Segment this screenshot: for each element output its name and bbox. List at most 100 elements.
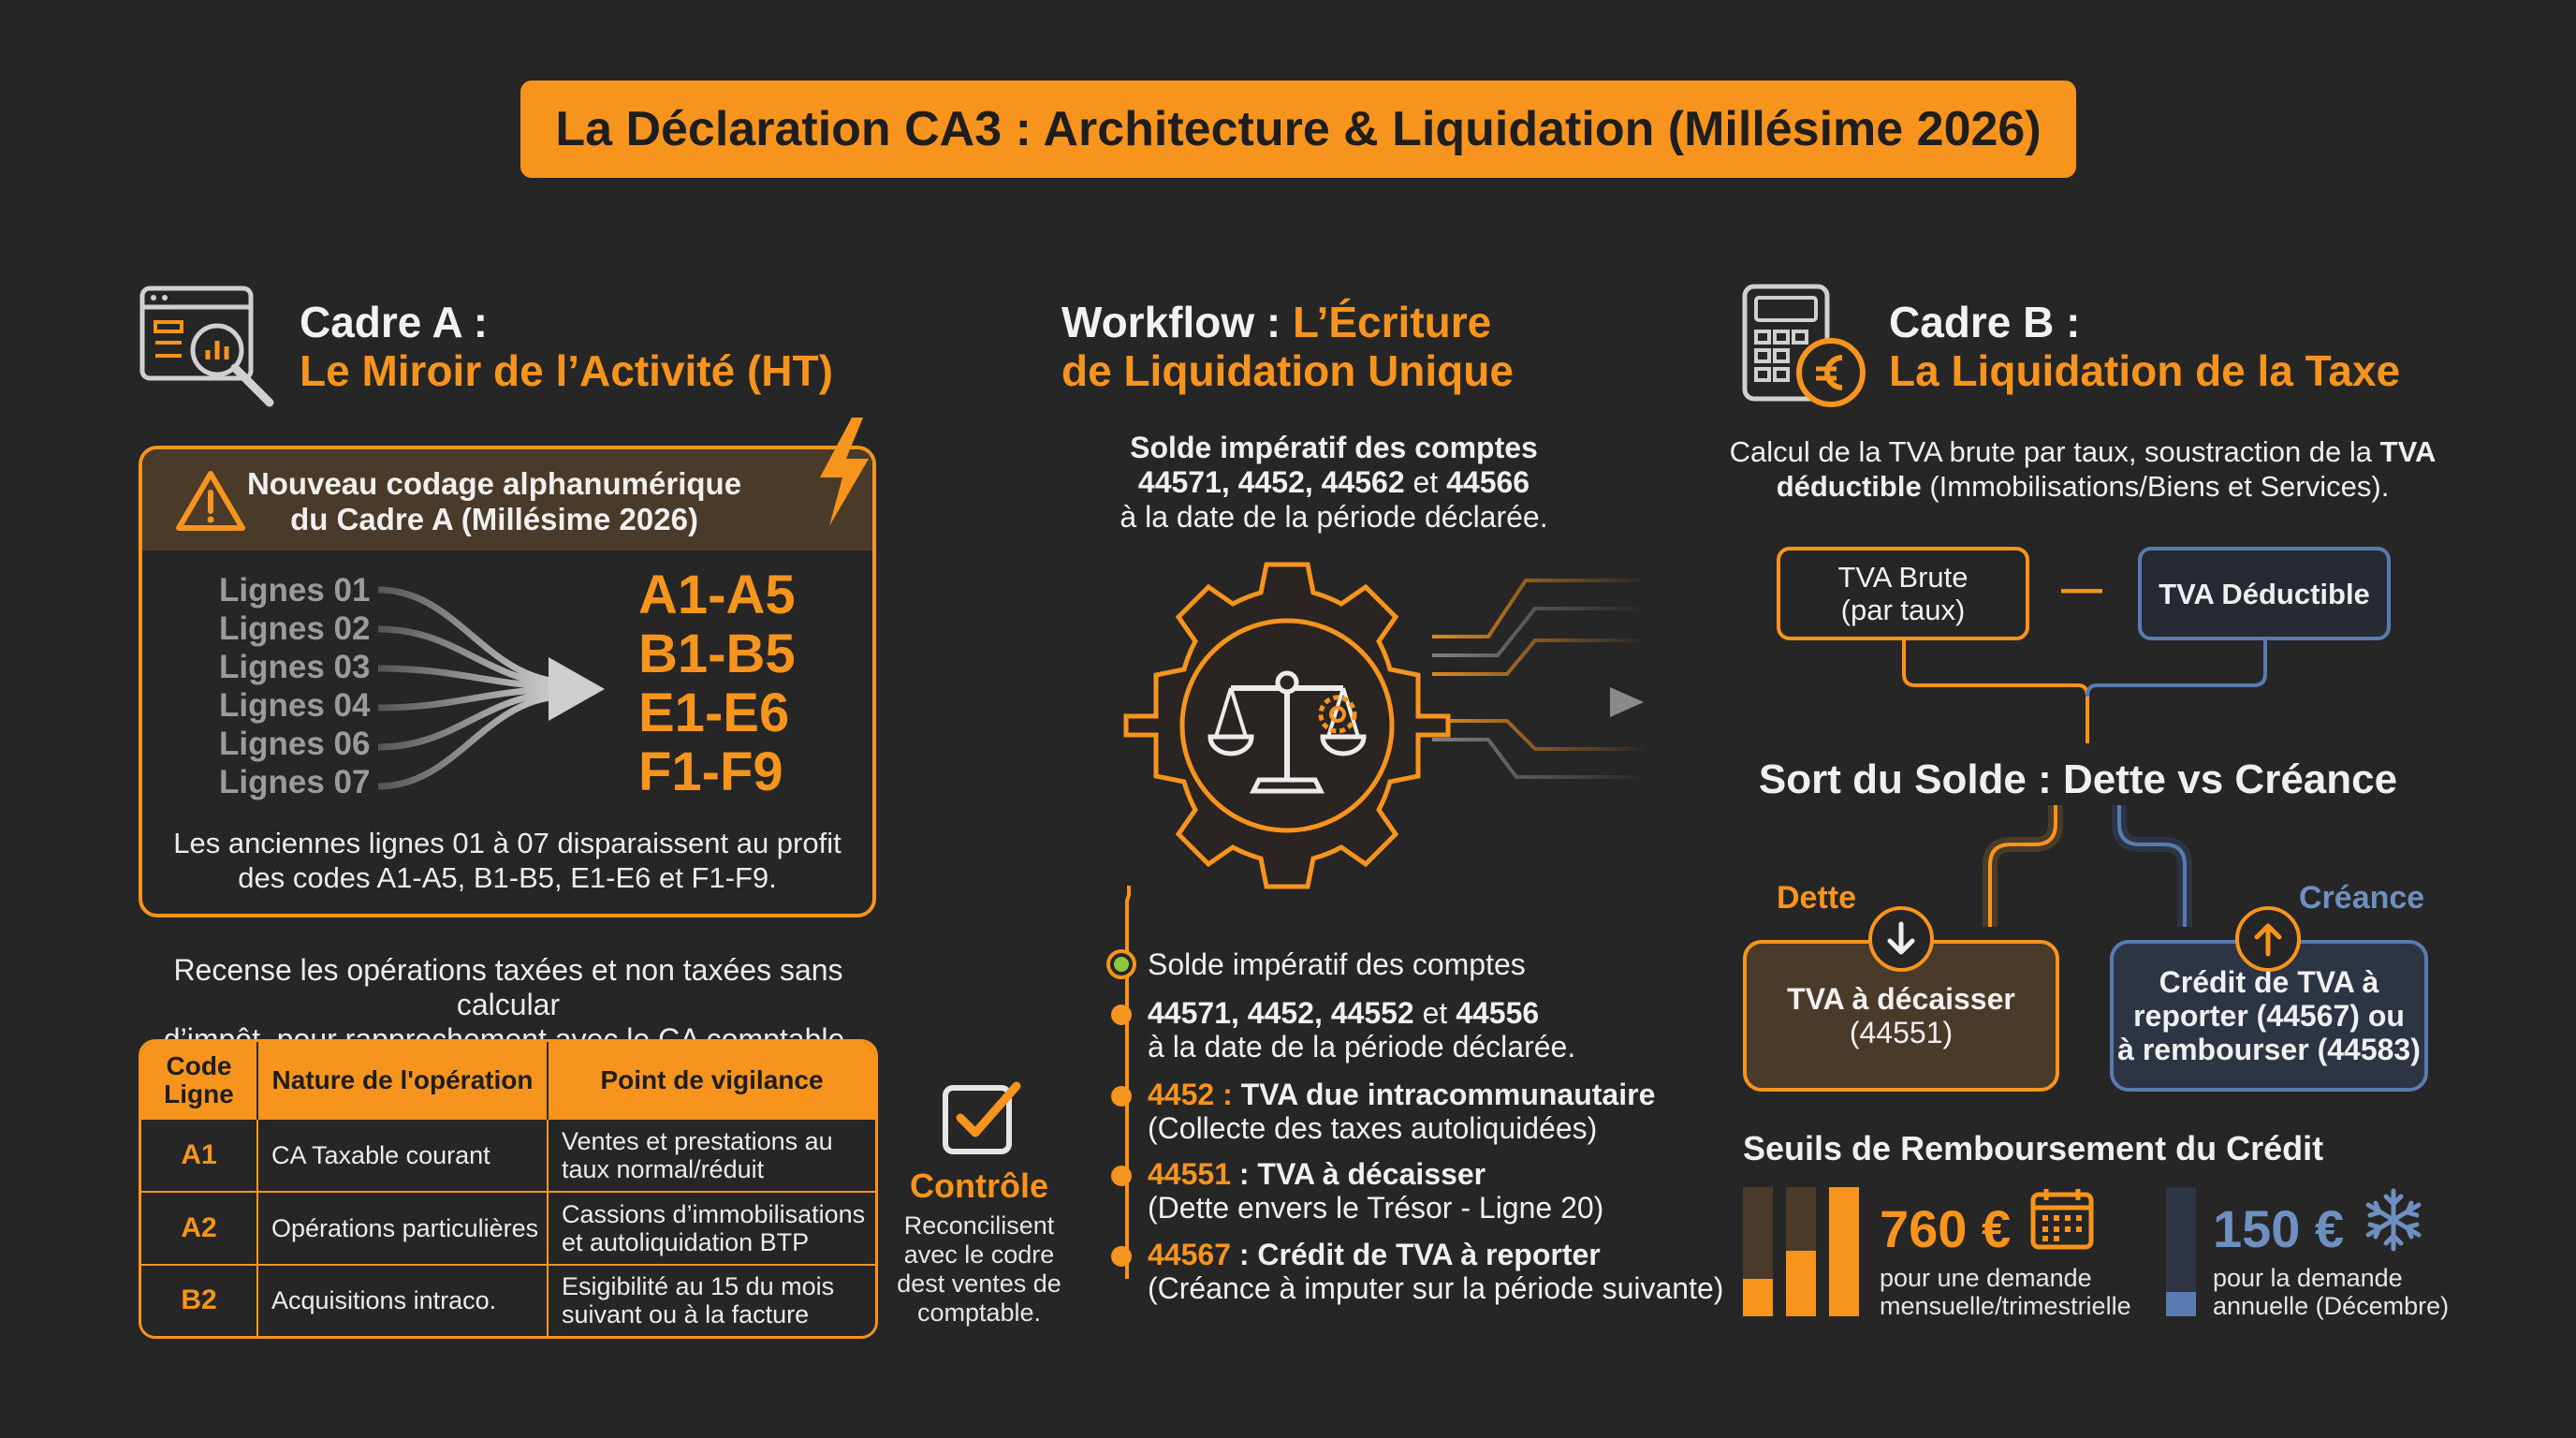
timeline-line [1125,886,1131,1279]
timeline-step: Solde impératif des comptes [1148,947,1526,981]
threshold-bar-fill [2166,1292,2196,1316]
new-code-item: E1-E6 [638,682,790,743]
coding-note-line-2: des codes A1-A5, B1-B5, E1-E6 et F1-F9. [238,861,777,894]
row-code: A2 [141,1190,258,1265]
page-title: La Déclaration CA3 : Architecture & Liqu… [555,102,2042,156]
row-code: A1 [141,1118,258,1192]
row-code: B2 [141,1263,258,1336]
arrow-up-icon [2235,906,2301,972]
warning-icon [176,471,245,531]
creance-label: Créance [2299,880,2425,916]
cadre-b-intro: Calcul de la TVA brute par taux, soustra… [1729,435,2437,503]
coding-box-header: Nouveau codage alphanumérique du Cadre A… [142,449,872,550]
summary-line-1: Recense les opérations taxées et non tax… [173,953,843,1021]
timeline-dot [1111,1166,1132,1186]
coding-box-title-1: Nouveau codage alphanumérique [246,466,742,501]
new-code-item: B1-B5 [638,624,796,684]
table-header-row: Code Ligne Nature de l'opération Point d… [141,1042,875,1119]
seuil-760-amount: 760 € [1880,1199,2012,1258]
new-code-item: A1-A5 [638,565,796,625]
step-text: Solde impératif des comptes [1148,947,1526,981]
lightning-icon [820,418,869,526]
coding-box-title-2: du Cadre A (Millésime 2026) [290,502,698,536]
gear-scale-icon [1123,562,1451,889]
step-text: à la date de la période déclarée. [1148,1030,1576,1064]
coding-box-note: Les anciennes lignes 01 à 07 disparaisse… [142,826,872,895]
old-line-item: Lignes 06 [219,726,371,762]
snowflake-icon [2365,1188,2422,1252]
cadre-b-label: Cadre B : [1889,298,2081,346]
cadre-b-subtitle: La Liquidation de la Taxe [1889,346,2401,395]
convergence-arrow-icon [377,586,605,790]
table-row: B2 Acquisitions intraco. Esigibilité au … [141,1263,875,1336]
threshold-bar-fill [1743,1279,1773,1316]
cadre-a-heading: Cadre A : Le Miroir de l’Activité (HT) [300,298,833,395]
timeline-step: 44551 : TVA à décaisser (Dette envers le… [1148,1157,1604,1225]
report-magnifier-icon [139,286,274,407]
calculator-euro-icon [1742,284,1866,407]
old-line-item: Lignes 07 [219,764,371,800]
checkbox-icon [943,1081,1021,1154]
row-nature: Opérations particulières [257,1190,549,1265]
tva-brute-box: TVA Brute(par taux) [1777,547,2029,640]
controle-label: Contrôle [910,1167,1048,1205]
timeline-dot [1111,1086,1132,1107]
cadre-b-heading: Cadre B : La Liquidation de la Taxe [1889,298,2400,395]
timeline-step: 4452 : TVA due intracommunautaire (Colle… [1148,1078,1656,1145]
table-row: A2 Opérations particulières Cassions d’i… [141,1190,875,1265]
tva-deductible-box: TVA Déductible [2138,547,2391,640]
step-text: (Créance à imputer sur la période suivan… [1148,1271,1724,1305]
circuit-lines-graphic [1432,579,1647,779]
seuil-150-amount: 150 € [2213,1199,2345,1258]
cadre-a-label: Cadre A : [300,298,489,346]
workflow-title-2: de Liquidation Unique [1061,346,1514,395]
old-line-item: Lignes 03 [219,649,371,685]
row-nature: CA Taxable courant [257,1118,549,1192]
minus-sign: — [2061,565,2102,611]
workflow-label: Workflow : [1061,298,1294,346]
arrow-down-icon [1868,906,1934,972]
step-text: (Dette envers le Trésor - Ligne 20) [1148,1191,1604,1225]
timeline-dot [1111,1005,1132,1025]
old-line-item: Lignes 04 [219,687,371,724]
timeline-start-dot [1106,949,1136,979]
step-text: (Collecte des taxes autoliquidées) [1148,1111,1598,1145]
new-code-item: F1-F9 [638,741,783,802]
intro-account-last: 44566 [1446,465,1530,499]
dette-label: Dette [1777,880,1857,916]
solde-title: Sort du Solde : Dette vs Créance [1758,756,2398,802]
old-lines-list: Lignes 01 Lignes 02 Lignes 03 Lignes 04 … [219,571,370,801]
workflow-heading: Workflow : L’Écriture de Liquidation Uni… [1061,298,1514,395]
dette-box: TVA à décaisser(44551) [1743,940,2059,1092]
column-header-nature: Nature de l'opération [257,1042,549,1119]
timeline-step: 44571, 4452, 44552 et 44556 à la date de… [1148,996,1576,1064]
new-codes-list: A1-A5 B1-B5 E1-E6 F1-F9 [638,565,796,801]
old-line-item: Lignes 01 [219,572,371,609]
column-header-code: Code Ligne [141,1042,258,1119]
row-nature: Acquisitions intraco. [257,1263,549,1336]
seuils-title: Seuils de Remboursement du Crédit [1743,1129,2324,1167]
controle-text: Reconcilisent avec le codre dest ventes … [897,1211,1061,1327]
coding-note-line-1: Les anciennes lignes 01 à 07 disparaisse… [173,827,842,859]
title-banner: La Déclaration CA3 : Architecture & Liqu… [520,81,2076,178]
calendar-icon [2030,1189,2094,1250]
workflow-intro: Solde impératif des comptes 44571, 4452,… [1020,431,1647,535]
timeline-dot [1111,1246,1132,1267]
column-header-vigilance: Point de vigilance [548,1042,875,1119]
flow-connectors [1902,640,2267,927]
cadre-a-subtitle: Le Miroir de l’Activité (HT) [300,346,833,395]
vigilance-table: Code Ligne Nature de l'opération Point d… [139,1039,878,1339]
workflow-title-1: L’Écriture [1293,298,1492,346]
timeline-step: 44567 : Crédit de TVA à reporter (Créanc… [1148,1238,1724,1305]
threshold-bar-fill [1786,1251,1816,1316]
intro-line-3: à la date de la période déclarée. [1120,500,1548,534]
table-row: A1 CA Taxable courant Ventes et prestati… [141,1118,875,1192]
intro-line-1: Solde impératif des comptes [1130,431,1538,464]
intro-accounts: 44571, 4452, 44562 [1137,465,1405,499]
old-line-item: Lignes 02 [219,610,371,647]
